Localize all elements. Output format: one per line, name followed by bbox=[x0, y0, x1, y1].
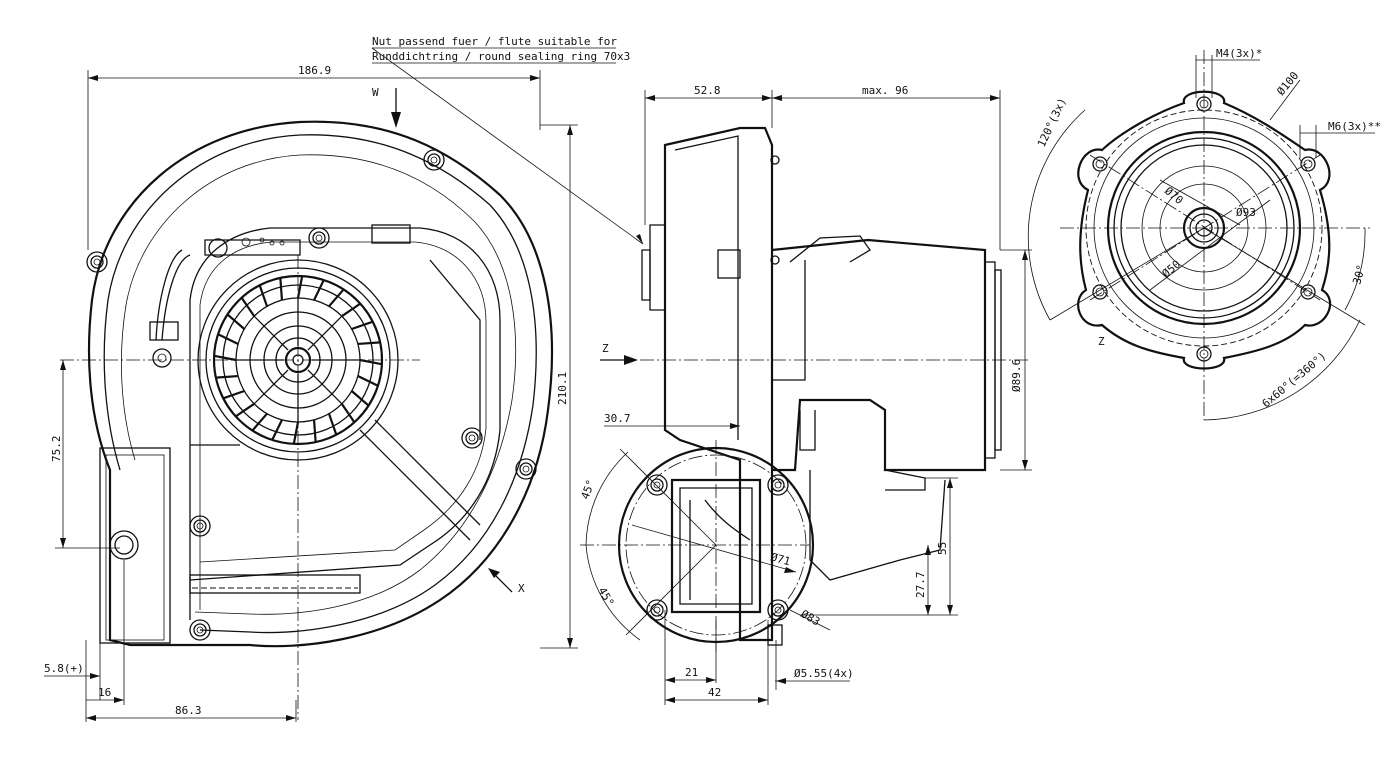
dimension-height-front: 210.1 bbox=[540, 124, 578, 649]
dim-55: 55 bbox=[936, 542, 949, 555]
dim-75-2: 75.2 bbox=[50, 436, 63, 463]
side-housing bbox=[663, 126, 774, 642]
impeller-blade bbox=[359, 358, 383, 366]
dim-5-8: 5.8(+) bbox=[44, 662, 84, 675]
volute-housing-outline bbox=[87, 120, 553, 648]
impeller-blade bbox=[240, 297, 256, 317]
dimension-motor-dia: Ø89.6 bbox=[1000, 249, 1032, 471]
impeller-blade bbox=[271, 419, 283, 441]
dimension-bottom-front: 5.8(+) 16 86.3 bbox=[44, 560, 297, 722]
motor bbox=[771, 235, 1002, 581]
sealing-ring-note: Nut passend fuer / flute suitable for Ru… bbox=[371, 35, 644, 245]
impeller-blade bbox=[226, 313, 246, 330]
inlet-stub bbox=[99, 447, 171, 644]
impeller-spoke bbox=[253, 369, 289, 405]
dimension-side-top: 52.8 max. 96 bbox=[644, 84, 1001, 250]
dimension-center-height: 75.2 bbox=[50, 360, 120, 549]
impeller-spoke bbox=[307, 315, 343, 351]
dimension-width-front: 186.9 bbox=[87, 64, 541, 250]
label-angle-120: 120°(3x) bbox=[1035, 96, 1069, 150]
impeller-blade bbox=[235, 402, 255, 418]
dim-21: 21 bbox=[685, 666, 698, 679]
angle-45-lower: 45° bbox=[595, 585, 616, 609]
dimension-side-heights: 55 27.7 bbox=[800, 477, 958, 616]
dim-max-96: max. 96 bbox=[862, 84, 908, 97]
label-m4: M4(3x)* bbox=[1216, 47, 1262, 60]
note-line-2: Runddichtring / round sealing ring 70x3 bbox=[372, 50, 630, 63]
impeller-blade bbox=[213, 354, 237, 362]
view-z: M4(3x)* M6(3x)** Ø100 Ø93 Ø70 Ø50 120°(3… bbox=[1027, 47, 1381, 421]
side-view: Z 52.8 max. 96 30.7 Ø89.6 bbox=[579, 84, 1032, 705]
dim-71: Ø71 bbox=[769, 550, 792, 568]
impeller-blade bbox=[258, 284, 269, 307]
dim-86-3: 86.3 bbox=[175, 704, 202, 717]
dim-89-6: Ø89.6 bbox=[1010, 359, 1023, 392]
view-x-label: X bbox=[518, 582, 525, 595]
label-angle-30: 30° bbox=[1350, 263, 1368, 286]
impeller-blade bbox=[328, 288, 345, 308]
impeller-blade bbox=[279, 277, 284, 301]
impeller-blade bbox=[296, 275, 304, 299]
dimension-side-bottom: 21 42 Ø5.55(4x) bbox=[664, 610, 854, 705]
label-dia-50: Ø50 bbox=[1160, 258, 1184, 281]
impeller-blade bbox=[251, 412, 268, 432]
impeller-blade bbox=[340, 403, 356, 423]
label-dia-93: Ø93 bbox=[1236, 206, 1256, 219]
impeller-spoke bbox=[307, 369, 343, 405]
impeller-blade bbox=[357, 375, 379, 387]
impeller-blade bbox=[222, 389, 245, 400]
impeller-spoke bbox=[253, 315, 289, 351]
view-w-label: W bbox=[372, 86, 379, 99]
view-z-side-label: Z bbox=[602, 342, 609, 355]
dimension-inlet-offset: 30.7 bbox=[604, 412, 740, 429]
front-view: W X 186.9 210.1 bbox=[44, 64, 578, 722]
dim-42: 42 bbox=[708, 686, 721, 699]
view-arrow-x: X bbox=[488, 568, 525, 595]
impeller-blade bbox=[357, 341, 381, 346]
dim-27-7: 27.7 bbox=[914, 572, 927, 599]
dim-16: 16 bbox=[98, 686, 111, 699]
impeller-blade bbox=[327, 413, 338, 436]
impeller-blade bbox=[217, 333, 239, 345]
impeller-blade bbox=[313, 279, 325, 301]
dim-186-9: 186.9 bbox=[298, 64, 331, 77]
view-arrow-w: W bbox=[372, 86, 401, 128]
label-z: Z bbox=[1098, 335, 1105, 348]
label-m6: M6(3x)** bbox=[1328, 120, 1381, 133]
dim-52-8: 52.8 bbox=[694, 84, 721, 97]
impeller-blade bbox=[292, 421, 300, 445]
impeller-blade bbox=[341, 302, 361, 318]
flange-outline bbox=[1077, 90, 1332, 370]
impeller-blade bbox=[351, 320, 374, 331]
label-dia-70: Ø70 bbox=[1162, 184, 1186, 207]
label-angle-60: 6x60°(=360°) bbox=[1260, 349, 1329, 410]
note-line-1: Nut passend fuer / flute suitable for bbox=[372, 35, 617, 48]
dim-5-55: Ø5.55(4x) bbox=[794, 667, 854, 680]
angle-45-upper: 45° bbox=[579, 478, 598, 501]
dim-83: Ø83 bbox=[799, 607, 823, 628]
view-arrow-z: Z bbox=[600, 342, 638, 365]
dim-30-7: 30.7 bbox=[604, 412, 631, 425]
impeller-blade bbox=[215, 374, 239, 379]
dim-210-1: 210.1 bbox=[556, 372, 569, 405]
impeller-blade bbox=[350, 390, 370, 407]
impeller-blade bbox=[312, 419, 317, 443]
